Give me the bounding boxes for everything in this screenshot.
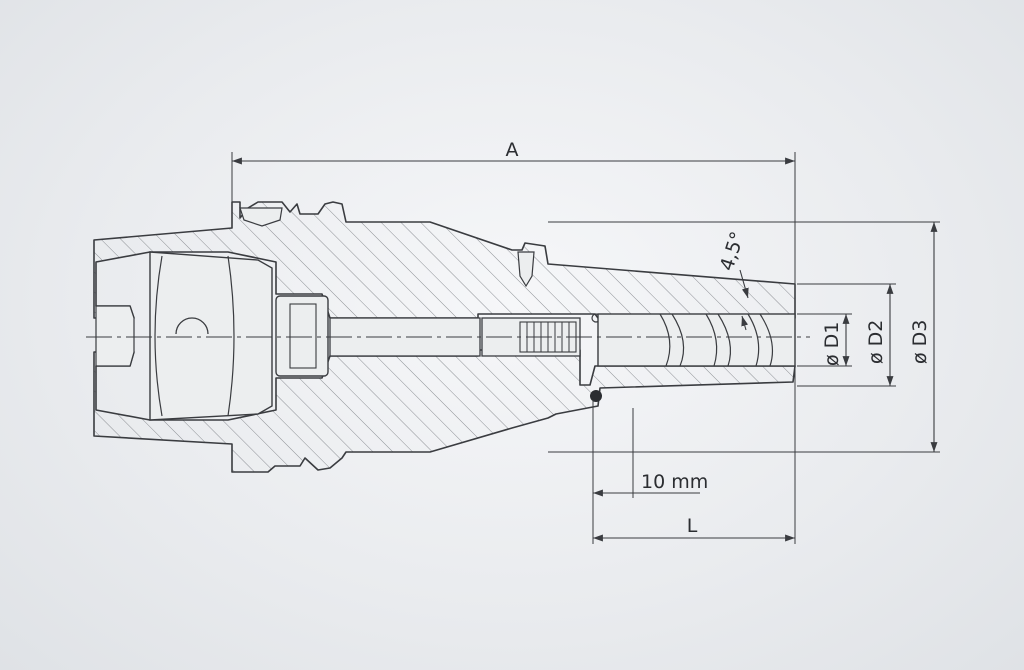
rear-bore-inner (154, 255, 163, 417)
dimension-10mm: 10 mm (592, 400, 708, 544)
holder-upper-section (93, 201, 796, 319)
angle-label: 4,5° (716, 229, 749, 274)
drive-key (239, 207, 283, 227)
dimension-d3: ø D3 (548, 221, 940, 453)
dimension-l-label: L (687, 515, 698, 537)
coolant-tube (275, 295, 329, 377)
tool-shank (597, 313, 796, 367)
d2-label: ø D2 (865, 320, 887, 364)
dimension-l: L (593, 515, 795, 542)
rear-bore-inner-right (227, 255, 235, 417)
dimension-d2: ø D2 (797, 283, 896, 387)
seal-ring (590, 390, 602, 402)
keyway-slot (95, 305, 135, 367)
adjustment-screw (481, 313, 601, 357)
dimension-a-label: A (506, 139, 519, 161)
coolant-tube-inner (289, 303, 317, 369)
d1-label: ø D1 (821, 322, 843, 366)
dimension-d1: ø D1 (797, 313, 852, 367)
coolant-hole-arc (175, 317, 209, 335)
offset-label: 10 mm (641, 471, 708, 493)
rear-bore (149, 251, 273, 421)
balancing-hole (517, 251, 535, 288)
holder-body (93, 201, 796, 473)
dimension-a: A (231, 139, 796, 544)
d3-label: ø D3 (909, 320, 931, 364)
